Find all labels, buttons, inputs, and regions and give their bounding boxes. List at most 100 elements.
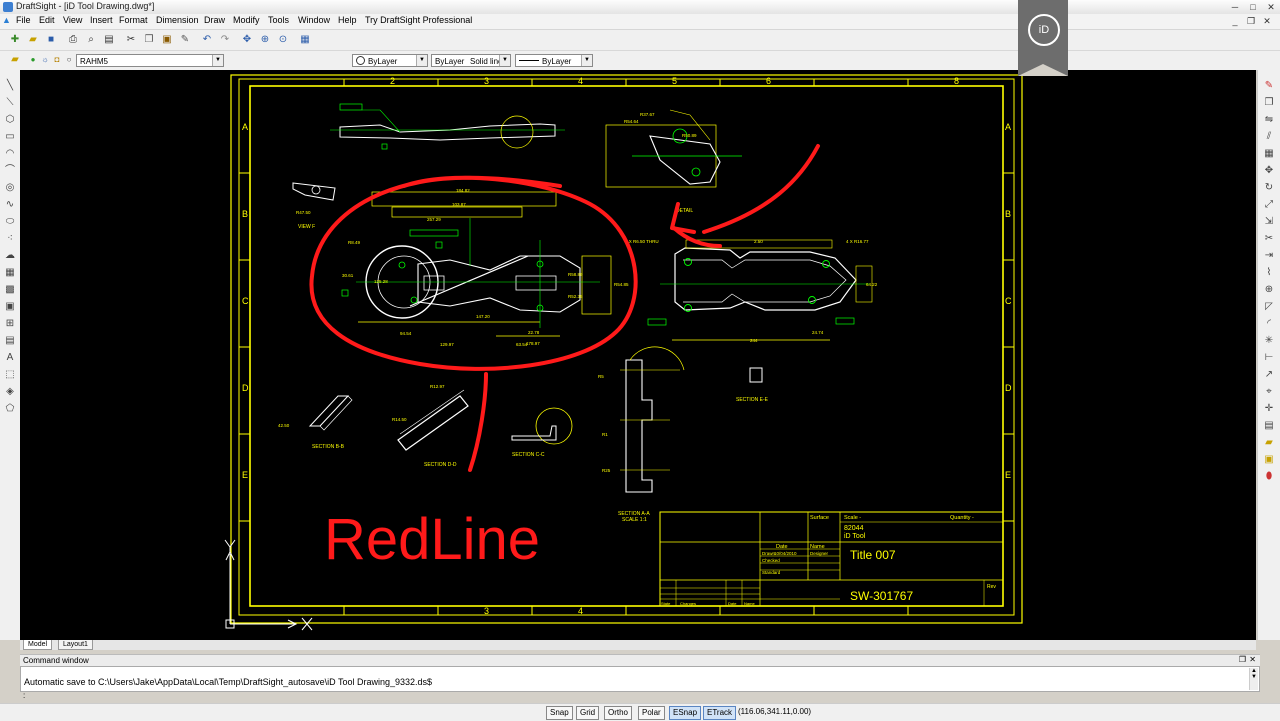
region-icon[interactable]: ▩ — [5, 284, 15, 295]
block-library-icon[interactable]: ▣ — [1264, 454, 1274, 465]
insert-block-icon[interactable]: ⊞ — [5, 318, 15, 329]
format-painter-icon[interactable]: ✎ — [180, 34, 190, 45]
print-preview-icon[interactable]: ⌕ — [88, 34, 94, 45]
maximize-button[interactable]: □ — [1250, 2, 1256, 12]
move-icon[interactable]: ✥ — [1264, 165, 1274, 176]
new-file-icon[interactable]: ✚ — [10, 34, 20, 45]
publish-icon[interactable]: ▤ — [104, 34, 114, 45]
boundary-icon[interactable]: ⬚ — [5, 369, 15, 380]
linestyle-select[interactable]: ByLayer Solid line ▼ — [431, 54, 511, 67]
esnap-toggle[interactable]: ESnap — [669, 706, 702, 720]
zoom-window-icon[interactable]: ⊙ — [278, 34, 288, 45]
arc-icon[interactable]: ◠ — [5, 148, 15, 159]
mdi-restore-button[interactable]: ❐ — [1246, 16, 1256, 26]
note-icon[interactable]: A — [6, 352, 14, 363]
mask-icon[interactable]: ◈ — [6, 386, 14, 397]
menu-edit[interactable]: Edit — [39, 15, 55, 25]
etrack-toggle[interactable]: ETrack — [703, 706, 737, 720]
circle-icon[interactable]: ◎ — [5, 182, 15, 193]
line-icon[interactable]: ╲ — [6, 80, 14, 91]
block-icon[interactable]: ▣ — [5, 301, 15, 312]
rectangle-icon[interactable]: ▭ — [5, 131, 15, 142]
menu-window[interactable]: Window — [298, 15, 331, 25]
polygon-region-icon[interactable]: ⬠ — [5, 403, 15, 414]
command-prompt[interactable]: : — [23, 691, 26, 700]
polygon-icon[interactable]: ⬡ — [5, 114, 15, 125]
mdi-minimize-button[interactable]: _ — [1232, 16, 1238, 26]
pattern-icon[interactable]: ▦ — [1264, 148, 1274, 159]
mdi-close-button[interactable]: ✕ — [1263, 16, 1271, 26]
ortho-toggle[interactable]: Ortho — [604, 706, 633, 720]
tab-model[interactable]: Model — [23, 640, 53, 650]
open-folder-icon[interactable]: ▰ — [29, 34, 37, 45]
dimension-icon[interactable]: ⊢ — [1264, 352, 1274, 363]
leader-icon[interactable]: ↗ — [1264, 369, 1274, 380]
print-icon[interactable]: ⎙ — [69, 34, 77, 45]
join-icon[interactable]: ⊕ — [1264, 284, 1274, 295]
menu-help[interactable]: Help — [338, 15, 357, 25]
redo-icon[interactable]: ↷ — [220, 34, 230, 45]
menu-view[interactable]: View — [63, 15, 83, 25]
save-icon[interactable]: ■ — [47, 34, 55, 45]
pan-icon[interactable]: ✥ — [242, 34, 252, 45]
cut-icon[interactable]: ✂ — [126, 34, 136, 45]
erase-icon[interactable]: ✎ — [1264, 80, 1274, 91]
layer-select[interactable]: RAHM5 ▼ — [76, 54, 224, 67]
explode-icon[interactable]: ✳ — [1264, 335, 1274, 346]
copy-entity-icon[interactable]: ❐ — [1264, 97, 1274, 108]
tab-layout1[interactable]: Layout1 — [58, 640, 93, 650]
menu-doc-icon[interactable]: ▲ — [2, 15, 11, 25]
minimize-button[interactable]: ─ — [1231, 2, 1239, 12]
snap-toggle[interactable]: Snap — [546, 706, 573, 720]
hatch-icon[interactable]: ▦ — [5, 267, 15, 278]
layer-tool-icon[interactable]: ▤ — [1264, 420, 1274, 431]
chamfer-icon[interactable]: ◸ — [1265, 301, 1273, 312]
polyline-icon[interactable]: ⌒ — [5, 165, 15, 176]
menu-modify[interactable]: Modify — [233, 15, 260, 25]
lineweight-select[interactable]: ByLayer ▼ — [515, 54, 593, 67]
offset-icon[interactable]: ⫽ — [1266, 131, 1272, 142]
fillet-icon[interactable]: ◜ — [1267, 318, 1271, 329]
paste-icon[interactable]: ▣ — [162, 34, 172, 45]
break-icon[interactable]: ⌇ — [1266, 267, 1272, 278]
folder-tool-icon[interactable]: ▰ — [1265, 437, 1273, 448]
menu-draw[interactable]: Draw — [204, 15, 226, 25]
command-window-close-icon[interactable]: ✕ — [1249, 655, 1256, 664]
undo-icon[interactable]: ↶ — [202, 34, 212, 45]
command-window[interactable]: Automatic save to C:\Users\Jake\AppData\… — [20, 666, 1260, 692]
layer-on-icon[interactable]: ● — [30, 55, 36, 64]
spline-icon[interactable]: ∿ — [5, 199, 15, 210]
command-window-restore-icon[interactable]: ❐ — [1238, 655, 1246, 664]
properties-icon[interactable]: ▦ — [300, 34, 310, 45]
polar-toggle[interactable]: Polar — [638, 706, 665, 720]
ellipse-icon[interactable]: ⬭ — [5, 216, 15, 227]
extend-icon[interactable]: ⇥ — [1264, 250, 1274, 261]
mirror-icon[interactable]: ⇋ — [1264, 114, 1274, 125]
menu-try-professional[interactable]: Try DraftSight Professional — [365, 15, 473, 25]
table-icon[interactable]: ▤ — [5, 335, 15, 346]
copy-icon[interactable]: ❐ — [144, 34, 154, 45]
grid-toggle[interactable]: Grid — [576, 706, 600, 720]
command-scrollbar[interactable]: ▲▼ — [1249, 668, 1258, 690]
layer-lock-icon[interactable]: ◘ — [54, 55, 60, 64]
menu-insert[interactable]: Insert — [90, 15, 113, 25]
menu-dimension[interactable]: Dimension — [156, 15, 199, 25]
bulb-icon[interactable]: ⬮ — [1265, 471, 1273, 482]
zoom-icon[interactable]: ⊕ — [260, 34, 270, 45]
revision-cloud-icon[interactable]: ☁ — [5, 250, 15, 261]
stretch-icon[interactable]: ⇲ — [1264, 216, 1274, 227]
menu-format[interactable]: Format — [119, 15, 148, 25]
drawing-canvas[interactable]: 2 3 4 5 6 8 3 4 A B C D E A B C D E — [20, 70, 1256, 640]
scale-icon[interactable]: ⤢ — [1265, 199, 1273, 210]
center-mark-icon[interactable]: ✛ — [1264, 403, 1274, 414]
rotate-icon[interactable]: ↻ — [1264, 182, 1274, 193]
trim-icon[interactable]: ✂ — [1264, 233, 1274, 244]
layer-manager-icon[interactable]: ▰ — [11, 54, 19, 65]
infinite-line-icon[interactable]: ⟍ — [6, 97, 14, 108]
menu-file[interactable]: File — [16, 15, 31, 25]
layer-freeze-icon[interactable]: ☼ — [41, 55, 49, 64]
color-select[interactable]: ByLayer ▼ — [352, 54, 428, 67]
tolerance-icon[interactable]: ⌖ — [1266, 386, 1272, 397]
close-button[interactable]: ✕ — [1267, 2, 1275, 12]
point-icon[interactable]: ⁖ — [7, 233, 13, 244]
